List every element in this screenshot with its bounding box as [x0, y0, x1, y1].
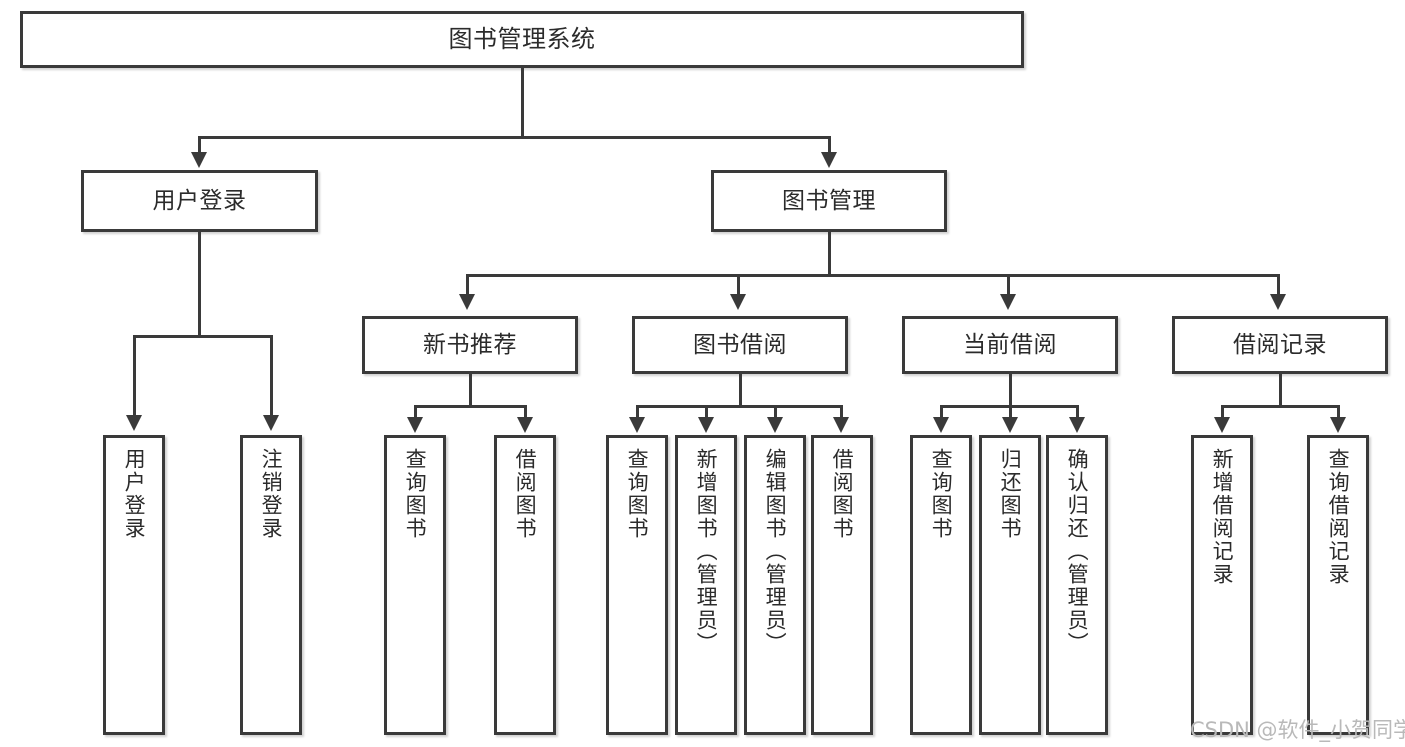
- node-label: 借阅图书: [830, 448, 855, 540]
- arrowhead-user-login-leaf-1: [263, 415, 279, 431]
- leaf-user-login-login[interactable]: 用户登录: [103, 435, 165, 735]
- node-label: 新增图书（管理员）: [694, 448, 719, 655]
- node-label: 当前借阅: [963, 331, 1057, 358]
- arrowhead-bm-borrow-record: [1270, 294, 1286, 310]
- edge-current-borrow-to-leaf-2: [1076, 405, 1079, 421]
- csdn-watermark: CSDN @软件_小贺同学: [1190, 718, 1405, 742]
- node-user-login[interactable]: 用户登录: [81, 170, 318, 232]
- arrowhead-current-borrow-leaf-0: [933, 417, 949, 433]
- edge-book-management-bus: [466, 274, 1280, 277]
- edge-root-to-book-management: [828, 136, 831, 158]
- arrowhead-book-borrow-leaf-2: [767, 417, 783, 433]
- arrowhead-new-book-leaf-1: [517, 417, 533, 433]
- edge-bm-to-current-borrow: [1007, 274, 1010, 298]
- edge-book-borrow-to-leaf-3: [840, 405, 843, 421]
- node-book-management[interactable]: 图书管理: [711, 170, 947, 232]
- edge-borrow-record-to-leaf-1: [1337, 405, 1340, 421]
- node-label: 用户登录: [152, 187, 247, 214]
- node-label: 注销登录: [259, 448, 284, 540]
- node-label: 编辑图书（管理员）: [763, 448, 788, 655]
- leaf-new-book-borrow[interactable]: 借阅图书: [494, 435, 556, 735]
- node-new-book-recommend[interactable]: 新书推荐: [362, 316, 578, 374]
- arrowhead-book-borrow-leaf-1: [698, 417, 714, 433]
- edge-current-borrow-to-leaf-1: [1009, 405, 1012, 421]
- node-label: 借阅图书: [513, 448, 538, 540]
- edge-new-book-to-leaf-0: [414, 405, 417, 421]
- arrowhead-bm-current-borrow: [1000, 294, 1016, 310]
- edge-book-borrow-bus: [636, 405, 843, 408]
- leaf-book-borrow-query[interactable]: 查询图书: [606, 435, 668, 735]
- edge-book-management-stem: [828, 232, 831, 276]
- edge-root-stem: [521, 68, 524, 138]
- edge-new-book-stem: [469, 374, 472, 407]
- edge-bm-to-new-book: [466, 274, 469, 298]
- node-label: 确认归还（管理员）: [1065, 448, 1090, 655]
- node-label: 新增借阅记录: [1210, 448, 1235, 586]
- arrowhead-book-borrow-leaf-3: [833, 417, 849, 433]
- edge-borrow-record-bus: [1221, 405, 1340, 408]
- edge-borrow-record-to-leaf-0: [1221, 405, 1224, 421]
- arrowhead-bm-book-borrow: [730, 294, 746, 310]
- edge-user-login-stem: [198, 232, 201, 337]
- node-book-borrow[interactable]: 图书借阅: [632, 316, 848, 374]
- arrowhead-new-book-leaf-0: [407, 417, 423, 433]
- node-label: 借阅记录: [1233, 331, 1327, 358]
- leaf-book-borrow-borrow[interactable]: 借阅图书: [811, 435, 873, 735]
- edge-current-borrow-to-leaf-0: [940, 405, 943, 421]
- leaf-borrow-record-add[interactable]: 新增借阅记录: [1191, 435, 1253, 735]
- edge-book-borrow-stem: [739, 374, 742, 407]
- node-label: 图书管理系统: [448, 24, 596, 53]
- edge-current-borrow-stem: [1009, 374, 1012, 407]
- leaf-book-borrow-add[interactable]: 新增图书（管理员）: [675, 435, 737, 735]
- node-label: 查询图书: [403, 448, 428, 540]
- node-label: 查询图书: [929, 448, 954, 540]
- arrowhead-user-login-leaf-0: [126, 415, 142, 431]
- node-label: 用户登录: [122, 448, 147, 540]
- leaf-book-borrow-edit[interactable]: 编辑图书（管理员）: [744, 435, 806, 735]
- arrowhead-book-borrow-leaf-0: [629, 417, 645, 433]
- arrowhead-root-to-book-management: [821, 152, 837, 168]
- leaf-current-borrow-confirm-return[interactable]: 确认归还（管理员）: [1046, 435, 1108, 735]
- edge-bm-to-book-borrow: [737, 274, 740, 298]
- edge-new-book-to-leaf-1: [524, 405, 527, 421]
- node-label: 新书推荐: [423, 331, 517, 358]
- arrowhead-bm-new-book: [459, 294, 475, 310]
- leaf-current-borrow-query[interactable]: 查询图书: [910, 435, 972, 735]
- node-current-borrow[interactable]: 当前借阅: [902, 316, 1118, 374]
- leaf-user-login-logout[interactable]: 注销登录: [240, 435, 302, 735]
- edge-bm-to-borrow-record: [1277, 274, 1280, 298]
- node-root-book-management-system[interactable]: 图书管理系统: [20, 11, 1024, 68]
- arrowhead-borrow-record-leaf-1: [1330, 417, 1346, 433]
- edge-root-to-user-login: [198, 136, 201, 158]
- edge-user-login-to-leaf-1: [270, 335, 273, 419]
- node-label: 查询借阅记录: [1326, 448, 1351, 586]
- edge-book-borrow-to-leaf-1: [705, 405, 708, 421]
- arrowhead-borrow-record-leaf-0: [1214, 417, 1230, 433]
- edge-user-login-bus: [133, 335, 270, 338]
- node-label: 归还图书: [998, 448, 1023, 540]
- arrowhead-current-borrow-leaf-2: [1069, 417, 1085, 433]
- node-label: 查询图书: [625, 448, 650, 540]
- leaf-current-borrow-return[interactable]: 归还图书: [979, 435, 1041, 735]
- edge-book-borrow-to-leaf-0: [636, 405, 639, 421]
- node-label: 图书管理: [782, 187, 876, 214]
- edge-borrow-record-stem: [1279, 374, 1282, 407]
- edge-book-borrow-to-leaf-2: [774, 405, 777, 421]
- arrowhead-root-to-user-login: [191, 152, 207, 168]
- leaf-borrow-record-query[interactable]: 查询借阅记录: [1307, 435, 1369, 735]
- node-label: 图书借阅: [693, 331, 787, 358]
- edge-root-bus: [198, 136, 831, 139]
- edge-user-login-to-leaf-0: [133, 335, 136, 419]
- node-borrow-record[interactable]: 借阅记录: [1172, 316, 1388, 374]
- arrowhead-current-borrow-leaf-1: [1002, 417, 1018, 433]
- edge-new-book-bus: [414, 405, 527, 408]
- leaf-new-book-query[interactable]: 查询图书: [384, 435, 446, 735]
